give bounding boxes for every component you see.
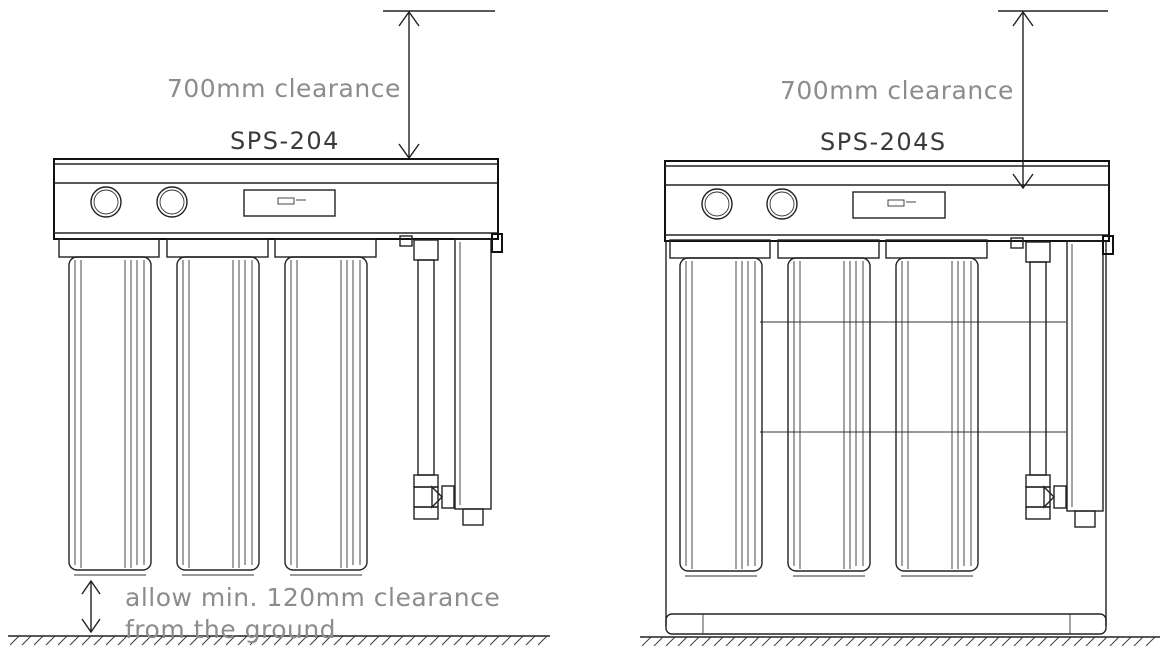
filter-housing	[777, 239, 880, 577]
model-label: SPS-204	[230, 127, 340, 155]
pressure-gauge-icon	[766, 188, 798, 220]
ground-hatch-icon	[640, 636, 1160, 646]
filter-housing	[274, 238, 377, 576]
ground-hatch-icon	[8, 635, 550, 646]
stand-frame	[665, 241, 1107, 635]
display-panel-icon	[243, 189, 336, 217]
filter-housing	[58, 238, 160, 576]
pressure-gauge-icon	[701, 188, 733, 220]
double-arrow-icon	[398, 10, 420, 160]
double-arrow-icon	[81, 579, 101, 634]
bottom-clearance-label: allow min. 120mm clearance	[125, 583, 501, 612]
bypass-pipe	[399, 235, 439, 520]
top-clearance-label: 700mm clearance	[780, 76, 1014, 105]
unit-sps-204	[8, 10, 550, 646]
double-arrow-icon	[1012, 10, 1034, 190]
uv-sterilizer	[1066, 235, 1114, 528]
bottom-clearance-label-line2: from the ground	[125, 615, 337, 644]
valve-icon	[413, 485, 455, 509]
unit-sps-204s	[640, 10, 1160, 646]
bypass-pipe	[1010, 237, 1051, 520]
filter-housing	[669, 239, 771, 577]
uv-sterilizer	[454, 233, 503, 526]
display-panel-icon	[852, 191, 946, 219]
model-label: SPS-204S	[820, 128, 947, 156]
filter-housing	[885, 239, 988, 577]
valve-icon	[1025, 485, 1067, 509]
pressure-gauge-icon	[156, 186, 188, 218]
control-head	[664, 160, 1110, 242]
filter-housing	[166, 238, 269, 576]
top-clearance-label: 700mm clearance	[167, 74, 401, 103]
pressure-gauge-icon	[90, 186, 122, 218]
